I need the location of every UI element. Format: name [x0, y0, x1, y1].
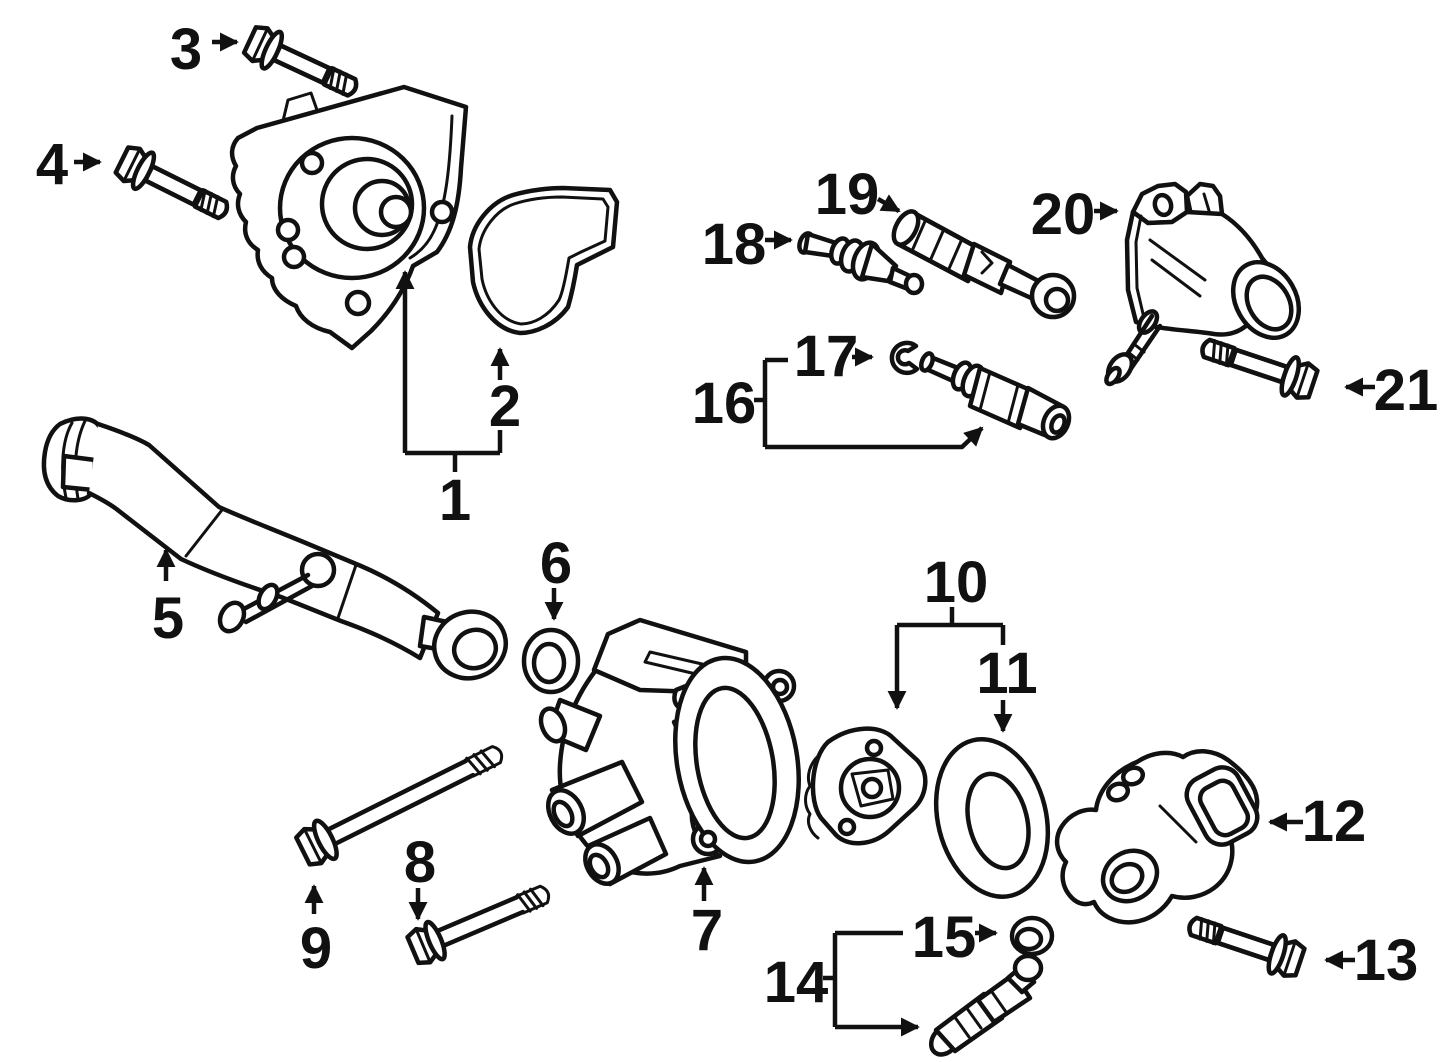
callout-18: 18 — [702, 212, 767, 277]
callout-17: 17 — [794, 324, 859, 389]
callout-7: 7 — [691, 898, 723, 963]
thermostat-seal — [933, 737, 1051, 899]
callout-14-bracket — [823, 930, 903, 1027]
callout-12: 12 — [1302, 789, 1367, 854]
callout-4: 4 — [36, 132, 68, 197]
water-outlet — [1104, 181, 1302, 387]
water-pump-gasket — [467, 185, 620, 336]
callout-10: 10 — [924, 550, 989, 615]
bolt-13 — [1183, 906, 1306, 981]
water-inlet — [1054, 749, 1260, 925]
drain-valve — [928, 953, 1044, 1057]
bolt-9 — [294, 734, 511, 870]
water-pump — [229, 84, 469, 351]
bolt-21 — [1196, 328, 1319, 403]
callout-21: 21 — [1374, 358, 1439, 423]
o-ring-small — [1009, 915, 1055, 957]
callout-16-arrow — [765, 426, 984, 450]
callout-14: 14 — [764, 950, 829, 1015]
joint-19 — [891, 209, 1077, 320]
c-clip — [889, 340, 920, 376]
callout-16: 16 — [692, 371, 757, 436]
water-pipe — [41, 416, 508, 681]
water-temperature-sensor-16 — [919, 351, 1072, 441]
callout-8: 8 — [404, 830, 436, 895]
callout-10-bracket — [897, 607, 1006, 645]
callout-13: 13 — [1354, 928, 1419, 993]
callout-1: 1 — [439, 468, 471, 533]
callout-19-arrow — [876, 194, 901, 213]
bolt-4 — [113, 142, 235, 230]
callout-19: 19 — [815, 162, 880, 227]
callout-9: 9 — [300, 916, 332, 981]
callout-1-bracket — [405, 430, 503, 472]
callout-6: 6 — [540, 531, 572, 596]
callout-16-bracket — [754, 357, 788, 447]
callout-15: 15 — [912, 905, 977, 970]
thermostat — [804, 726, 928, 846]
callout-5: 5 — [152, 586, 184, 651]
engine-coolant-sensor-18 — [797, 231, 925, 296]
callout-3: 3 — [170, 17, 202, 82]
callout-2: 2 — [489, 374, 521, 439]
thermostat-case — [538, 617, 801, 887]
callout-20: 20 — [1031, 182, 1096, 247]
callout-11: 11 — [976, 641, 1037, 706]
o-ring — [521, 627, 581, 695]
